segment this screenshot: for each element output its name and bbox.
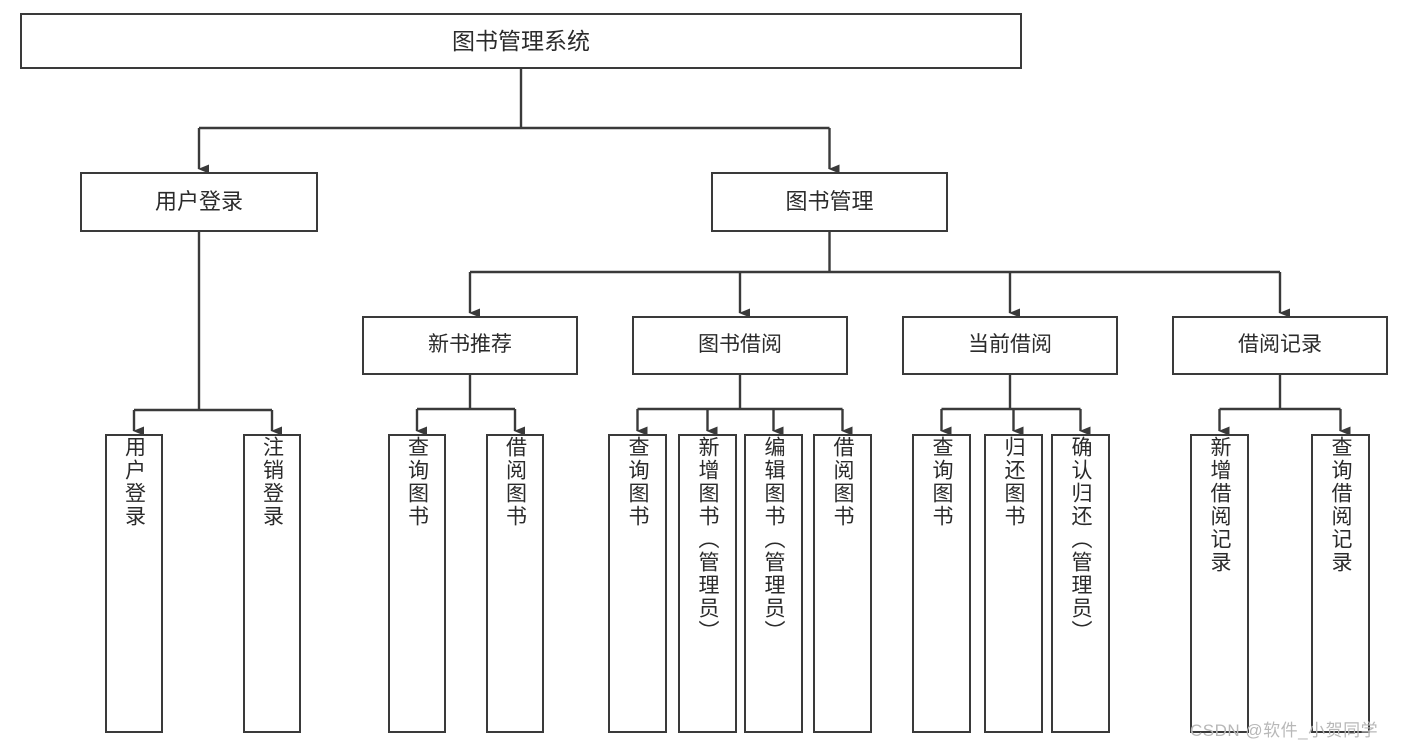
node-label: 注销登录 [260, 436, 284, 528]
connector-lines [132, 69, 1351, 436]
node-label: 查询图书 [626, 436, 649, 528]
node-label: 当前借阅 [968, 333, 1052, 357]
node-leaf-return-book: 归还图书 [984, 434, 1043, 733]
node-label: 图书借阅 [698, 333, 782, 357]
node-leaf-query-record: 查询借阅记录 [1311, 434, 1370, 733]
node-current-borrow: 当前借阅 [902, 316, 1118, 375]
node-label: 编辑图书（管理员） [762, 436, 785, 643]
node-label: 查询图书 [405, 436, 429, 528]
node-label: 确认归还（管理员） [1069, 436, 1092, 643]
node-new-book-recommend: 新书推荐 [362, 316, 578, 375]
node-leaf-confirm-return: 确认归还（管理员） [1051, 434, 1110, 733]
node-root: 图书管理系统 [20, 13, 1022, 69]
node-label: 归还图书 [1002, 436, 1025, 528]
node-leaf-query-book-2: 查询图书 [608, 434, 667, 733]
node-book-manage: 图书管理 [711, 172, 948, 232]
node-leaf-query-book-1: 查询图书 [388, 434, 446, 733]
node-leaf-borrow-book-2: 借阅图书 [813, 434, 872, 733]
node-borrow-record: 借阅记录 [1172, 316, 1388, 375]
node-label: 查询图书 [930, 436, 953, 528]
node-leaf-edit-book: 编辑图书（管理员） [744, 434, 803, 733]
csdn-watermark: CSDN @软件_小贺同学 [1190, 721, 1379, 740]
node-label: 借阅图书 [831, 436, 854, 528]
node-label: 用户登录 [122, 436, 146, 528]
node-leaf-borrow-book-1: 借阅图书 [486, 434, 544, 733]
node-label: 借阅图书 [503, 436, 527, 528]
node-label: 查询借阅记录 [1329, 436, 1352, 574]
node-leaf-user-logout: 注销登录 [243, 434, 301, 733]
node-label: 新增借阅记录 [1208, 436, 1231, 574]
node-leaf-add-record: 新增借阅记录 [1190, 434, 1249, 733]
node-leaf-add-book: 新增图书（管理员） [678, 434, 737, 733]
node-label: 图书管理系统 [452, 27, 590, 54]
node-user-login: 用户登录 [80, 172, 318, 232]
node-leaf-query-book-3: 查询图书 [912, 434, 971, 733]
node-label: 图书管理 [785, 189, 874, 215]
node-leaf-user-login: 用户登录 [105, 434, 163, 733]
node-label: 借阅记录 [1238, 333, 1322, 357]
node-label: 新增图书（管理员） [696, 436, 719, 643]
node-label: 用户登录 [154, 189, 243, 215]
node-label: 新书推荐 [428, 333, 512, 357]
node-book-borrow: 图书借阅 [632, 316, 848, 375]
